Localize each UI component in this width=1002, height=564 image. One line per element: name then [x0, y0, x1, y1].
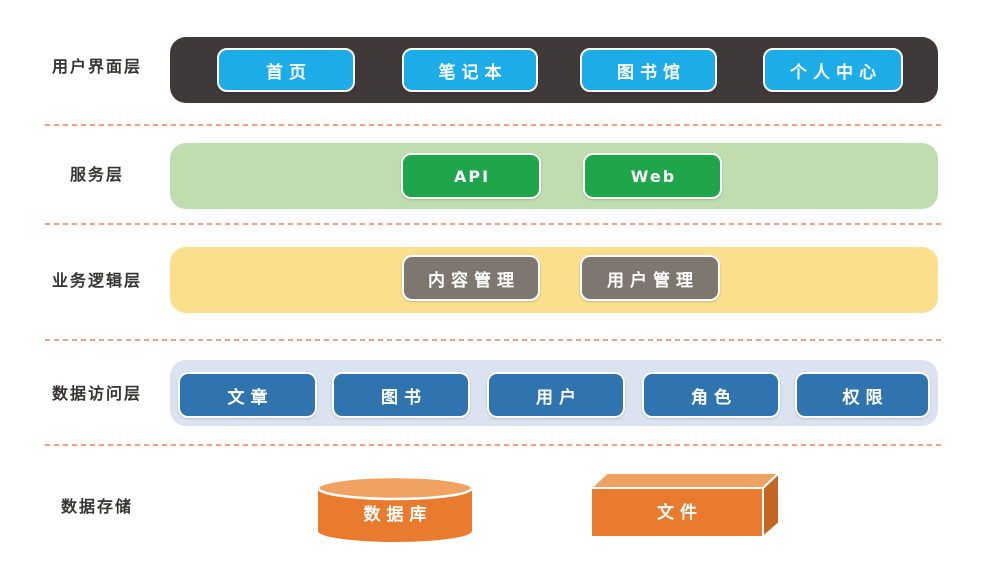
storage-file-label: 文件 [657, 503, 703, 523]
separator-line-2 [45, 223, 943, 225]
service-button-api: API [401, 153, 541, 199]
logic-button-content-mgmt: 内容管理 [402, 255, 540, 301]
layer-label-dao: 数据访问层 [51, 384, 142, 403]
dao-button-role: 角色 [642, 372, 780, 418]
layer-label-ui: 用户界面层 [51, 57, 142, 76]
database-cylinder-shape [317, 475, 473, 542]
separator-line-4 [45, 444, 943, 446]
dao-button-article: 文章 [178, 372, 317, 418]
logic-button-user-mgmt: 用户管理 [580, 255, 720, 301]
ui-button-home: 首页 [217, 48, 355, 92]
ui-button-notebook: 笔记本 [402, 48, 538, 92]
box-top-face [590, 472, 780, 489]
dao-button-book: 图书 [332, 372, 470, 418]
box-front-face [590, 487, 764, 538]
dao-button-permission: 权限 [795, 372, 930, 418]
storage-database-label: 数据库 [363, 505, 433, 525]
service-layer-bar [170, 143, 938, 209]
layer-label-storage: 数据存储 [60, 497, 133, 516]
dao-button-user: 用户 [487, 372, 625, 418]
logic-layer-bar [170, 247, 938, 313]
cylinder-top-ellipse [317, 475, 473, 501]
separator-line-1 [45, 124, 943, 126]
layer-label-logic: 业务逻辑层 [51, 271, 142, 290]
layer-label-service: 服务层 [69, 165, 124, 184]
ui-button-library: 图书馆 [580, 48, 717, 92]
ui-button-profile: 个人中心 [763, 48, 903, 92]
separator-line-3 [45, 339, 943, 341]
service-button-web: Web [583, 153, 722, 199]
file-box-shape [590, 472, 780, 538]
cylinder-body [318, 488, 472, 542]
